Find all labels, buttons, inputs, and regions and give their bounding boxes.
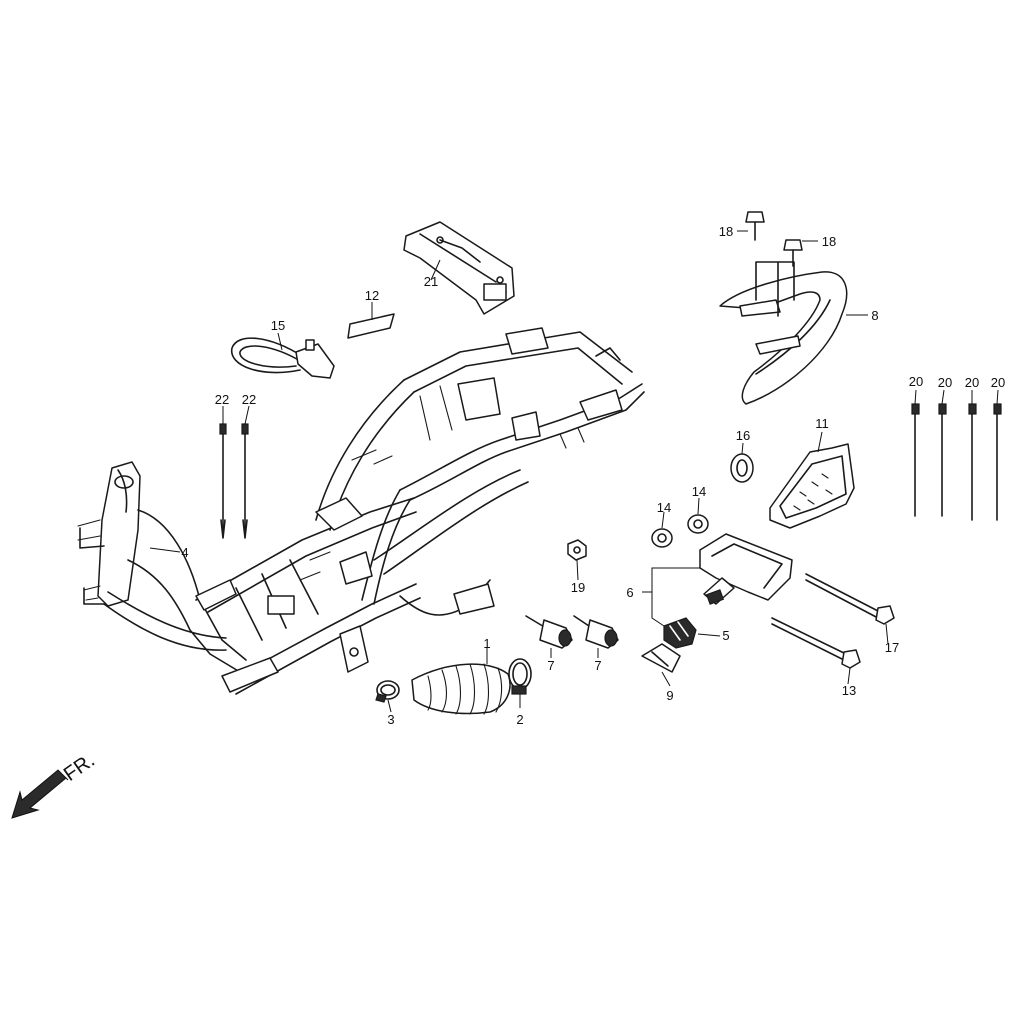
leader-lines [149, 230, 999, 713]
callout-14-a: 14 [657, 500, 671, 515]
callout-12: 12 [365, 288, 379, 303]
callout-19: 19 [571, 580, 585, 595]
callout-5: 5 [722, 628, 729, 643]
callout-numbers: 21 12 15 22 22 4 18 18 8 20 20 20 20 11 … [181, 224, 1005, 727]
clip-3 [375, 680, 400, 703]
rubber-boot-1 [411, 663, 511, 715]
callout-20-c: 20 [965, 375, 979, 390]
long-bolts-17-13 [771, 573, 895, 669]
callout-20-b: 20 [938, 375, 952, 390]
nut-19 [567, 539, 587, 561]
callout-22-a: 22 [215, 392, 229, 407]
heat-shield-11 [769, 443, 855, 529]
callout-20-a: 20 [909, 374, 923, 389]
callout-11: 11 [815, 416, 829, 431]
callout-18-b: 18 [822, 234, 836, 249]
callout-3: 3 [387, 712, 394, 727]
clamp-2 [508, 658, 532, 695]
callout-6: 6 [626, 585, 633, 600]
callout-18-a: 18 [719, 224, 733, 239]
callout-15: 15 [271, 318, 285, 333]
rubber-mount-5 [663, 617, 697, 649]
callout-13: 13 [842, 683, 856, 698]
front-direction-arrow-icon [11, 769, 69, 819]
plate-12 [347, 313, 395, 339]
callout-7-b: 7 [594, 658, 601, 673]
engine-hanger-6 [699, 533, 793, 605]
callout-4: 4 [181, 545, 188, 560]
callout-14-b: 14 [692, 484, 706, 499]
callout-20-d: 20 [991, 375, 1005, 390]
callout-21: 21 [424, 274, 438, 289]
rear-grip-8 [719, 261, 848, 405]
callout-17: 17 [885, 640, 899, 655]
callout-16: 16 [736, 428, 750, 443]
callout-2: 2 [516, 712, 523, 727]
callout-1: 1 [483, 636, 490, 651]
long-bolts-20 [911, 403, 1002, 521]
long-bolts-22 [219, 423, 249, 539]
main-frame [77, 327, 645, 695]
grommet-16 [730, 453, 754, 483]
seat-bracket-21 [403, 221, 515, 315]
bolts-18 [745, 211, 803, 267]
callout-22-b: 22 [242, 392, 256, 407]
bushing-9 [641, 643, 681, 673]
front-direction-label: FR. [60, 749, 99, 786]
strap-15 [231, 337, 335, 379]
callout-7-a: 7 [547, 658, 554, 673]
callout-9: 9 [666, 688, 673, 703]
bushings-7 [525, 615, 619, 649]
callout-8: 8 [871, 308, 878, 323]
nuts-14 [651, 514, 709, 548]
